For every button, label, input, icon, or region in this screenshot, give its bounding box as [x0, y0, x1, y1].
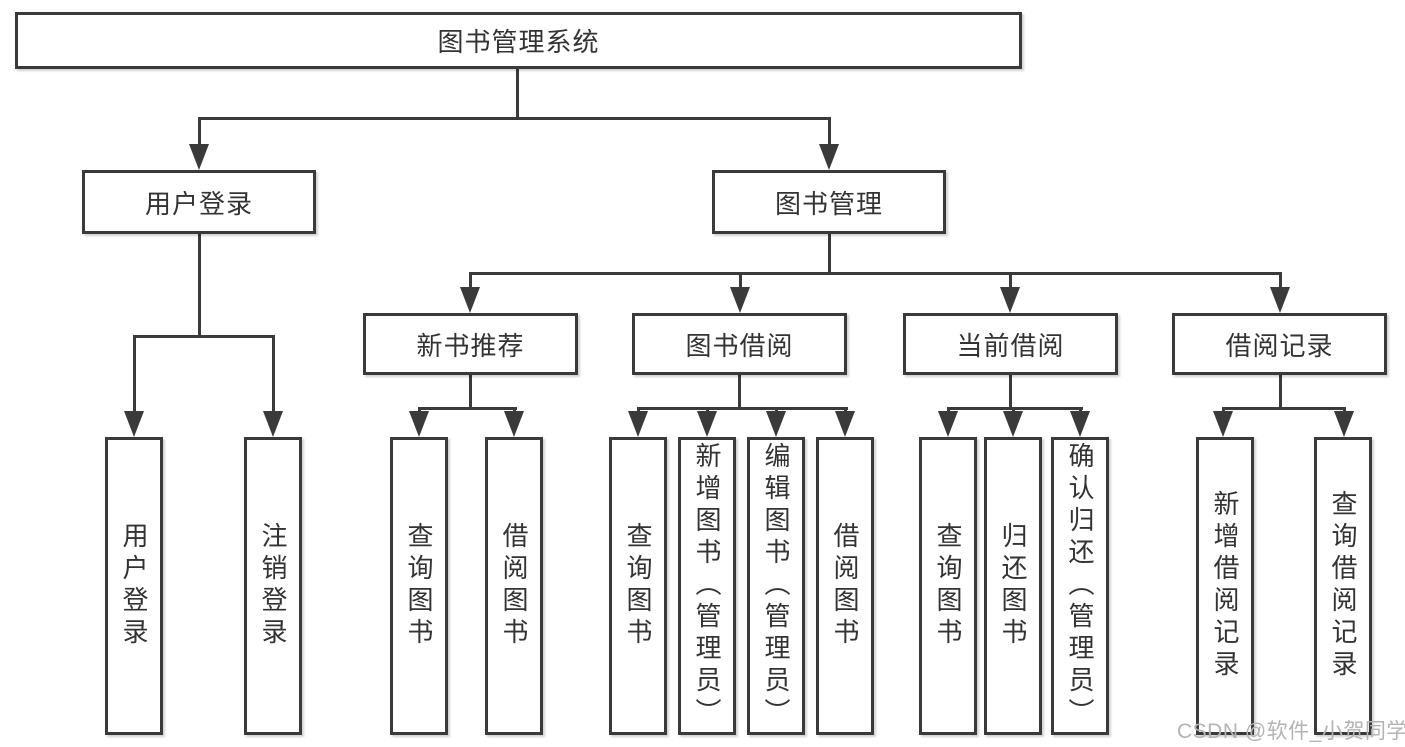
connector-line [198, 117, 201, 147]
leaf-user-login: 用户登录 [105, 437, 163, 735]
connector-line [828, 233, 831, 275]
leaf-borrow-books-borrowing: 借阅图书 [816, 437, 874, 735]
arrowhead-icon [819, 144, 839, 170]
arrowhead-icon [263, 411, 283, 437]
leaf-confirm-return-admin: 确认归还（管理员） [1051, 437, 1109, 735]
connector-line [418, 407, 517, 410]
leaf-label: 查询图书 [623, 522, 653, 650]
leaf-add-book-admin: 新增图书（管理员） [678, 437, 736, 735]
arrowhead-icon [460, 287, 480, 313]
connector-line [469, 375, 472, 410]
connector-line [1009, 272, 1012, 290]
leaf-return-book: 归还图书 [984, 437, 1042, 735]
arrowhead-icon [835, 411, 855, 437]
arrowhead-icon [1334, 411, 1354, 437]
arrowhead-icon [628, 411, 648, 437]
node-current-borrowing: 当前借阅 [903, 313, 1118, 375]
leaf-label: 查询图书 [404, 522, 434, 650]
leaf-label: 查询借阅记录 [1328, 490, 1358, 682]
connector-line [469, 272, 472, 290]
connector-line [133, 335, 136, 413]
leaf-logout: 注销登录 [244, 437, 302, 735]
leaf-label: 查询图书 [933, 522, 963, 650]
connector-line [739, 272, 742, 290]
leaf-label: 用户登录 [119, 522, 149, 650]
connector-line [272, 335, 275, 413]
node-user-login: 用户登录 [82, 170, 316, 234]
node-book-borrowing: 图书借阅 [632, 313, 847, 375]
leaf-edit-book-admin: 编辑图书（管理员） [747, 437, 805, 735]
leaf-query-borrow-record: 查询借阅记录 [1314, 437, 1372, 735]
arrowhead-icon [1270, 287, 1290, 313]
leaf-query-books-current: 查询图书 [919, 437, 977, 735]
csdn-watermark: CSDN @软件_小贺同学 [1177, 720, 1405, 743]
arrowhead-icon [504, 411, 524, 437]
arrowhead-icon [1000, 287, 1020, 313]
connector-line [133, 335, 275, 338]
connector-line [1222, 407, 1346, 410]
leaf-label: 新增图书（管理员） [692, 442, 722, 730]
node-book-management: 图书管理 [712, 170, 946, 234]
arrowhead-icon [938, 411, 958, 437]
leaf-label: 注销登录 [258, 522, 288, 650]
arrowhead-icon [189, 144, 209, 170]
leaf-label: 确认归还（管理员） [1065, 442, 1095, 730]
connector-line [1279, 272, 1282, 290]
connector-line [637, 407, 848, 410]
arrowhead-icon [730, 287, 750, 313]
node-root-library-system: 图书管理系统 [15, 12, 1022, 69]
connector-line [469, 272, 1282, 275]
arrowhead-icon [1213, 411, 1233, 437]
arrowhead-icon [124, 411, 144, 437]
arrowhead-icon [697, 411, 717, 437]
leaf-query-books-borrowing: 查询图书 [609, 437, 667, 735]
connector-line [516, 69, 519, 119]
leaf-borrow-books-recommend: 借阅图书 [485, 437, 543, 735]
connector-line [1279, 375, 1282, 410]
node-borrowing-records: 借阅记录 [1172, 313, 1387, 375]
leaf-add-borrow-record: 新增借阅记录 [1196, 437, 1254, 735]
connector-line [828, 117, 831, 147]
arrowhead-icon [766, 411, 786, 437]
connector-line [1009, 375, 1012, 410]
arrowhead-icon [1003, 411, 1023, 437]
arrowhead-icon [409, 411, 429, 437]
leaf-label: 编辑图书（管理员） [761, 442, 791, 730]
connector-line [738, 375, 741, 410]
node-new-book-recommend: 新书推荐 [363, 313, 578, 375]
leaf-label: 借阅图书 [830, 522, 860, 650]
leaf-label: 新增借阅记录 [1210, 490, 1240, 682]
connector-line [198, 233, 201, 337]
leaf-query-books-recommend: 查询图书 [390, 437, 448, 735]
leaf-label: 归还图书 [998, 522, 1028, 650]
leaf-label: 借阅图书 [499, 522, 529, 650]
arrowhead-icon [1070, 411, 1090, 437]
connector-line [947, 407, 1083, 410]
connector-line [198, 117, 831, 120]
